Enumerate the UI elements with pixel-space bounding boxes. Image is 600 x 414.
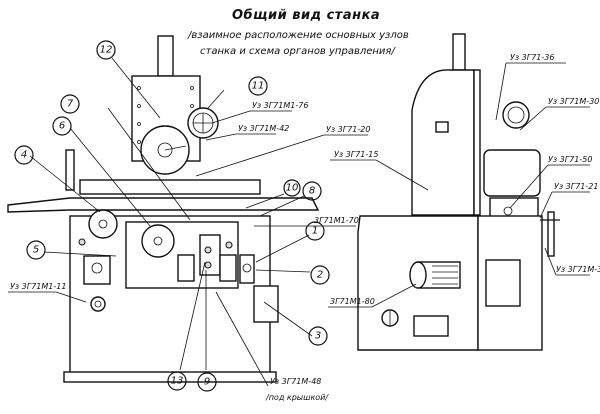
svg-text:9: 9: [204, 377, 210, 388]
label-u-371-50: Уз 3Г71-50: [548, 155, 592, 164]
svg-text:6: 6: [59, 121, 65, 132]
callout-2: 2: [310, 265, 330, 285]
table: [79, 179, 261, 195]
diagram-subtitle-line2: станка и схема органов управления/: [200, 46, 395, 57]
leader-lines: [8, 57, 590, 387]
svg-text:12: 12: [100, 45, 113, 56]
svg-text:7: 7: [67, 99, 74, 110]
svg-text:4: 4: [21, 150, 27, 161]
label-u-371-15: Уз 3Г71-15: [334, 150, 378, 159]
table-ways: [7, 197, 320, 213]
label-u-371m-30: Уз 3Г71М-30: [548, 97, 599, 106]
callout-12: 12: [96, 40, 116, 60]
label-u-371m-48: Уз 3Г71М-48: [270, 377, 321, 386]
svg-text:11: 11: [252, 81, 265, 92]
diagram-title: Общий вид станка: [232, 8, 381, 23]
callout-11: 11: [248, 76, 268, 96]
table-handwheel: [88, 209, 118, 239]
callout-1: 1: [305, 221, 325, 241]
side-handwheel: [502, 101, 530, 129]
callout-9: 9: [197, 372, 217, 392]
callout-13: 13: [167, 371, 187, 391]
spindle-tube: [157, 35, 174, 77]
label-u-371-20: Уз 3Г71-20: [326, 125, 370, 134]
saddle-guard: [483, 149, 541, 197]
label-u-371m-48-note: /под крышкой/: [265, 393, 329, 402]
numbered-callouts: 12 11 7 6 4 10 8 5 1 2 3 13 9: [14, 40, 330, 392]
label-u-3m-42: Уз 3Г71М-42: [238, 124, 289, 133]
label-u-371-36: Уз 3Г71-36: [510, 53, 554, 62]
callout-10: 10: [283, 179, 301, 197]
diagram-subtitle-line1: /взаимное расположение основных узлов: [188, 30, 409, 41]
label-371m1-70: 3Г71М1-70: [314, 216, 359, 225]
callout-5: 5: [26, 240, 46, 260]
callout-7: 7: [60, 94, 80, 114]
side-spindle-tube: [452, 33, 466, 71]
unit-labels: Уз 3Г71М1-76 Уз 3Г71М-42 Уз 3Г71-20 Уз 3…: [10, 53, 600, 402]
svg-text:13: 13: [171, 376, 184, 387]
svg-text:3: 3: [315, 331, 321, 342]
crossfeed-handwheel: [141, 224, 175, 258]
svg-text:5: 5: [33, 245, 39, 256]
svg-text:8: 8: [309, 186, 315, 197]
svg-text:2: 2: [317, 270, 323, 281]
label-371m1-80: 3Г71М1-80: [330, 297, 375, 306]
label-u-371m1-11: Уз 3Г71М1-11: [10, 282, 66, 291]
side-view: [357, 33, 560, 351]
label-u-371m-32: Уз 3Г71М-32: [556, 265, 600, 274]
label-u-3m1-76: Уз 3Г71М1-76: [252, 101, 308, 110]
svg-text:10: 10: [286, 183, 299, 194]
callout-6: 6: [52, 116, 72, 136]
front-view: [7, 35, 320, 383]
label-u-371-21: Уз 3Г71-21: [554, 182, 598, 191]
column: [411, 69, 475, 216]
svg-text:1: 1: [312, 226, 318, 237]
callout-3: 3: [308, 326, 328, 346]
callout-8: 8: [302, 181, 322, 201]
callout-4: 4: [14, 145, 34, 165]
